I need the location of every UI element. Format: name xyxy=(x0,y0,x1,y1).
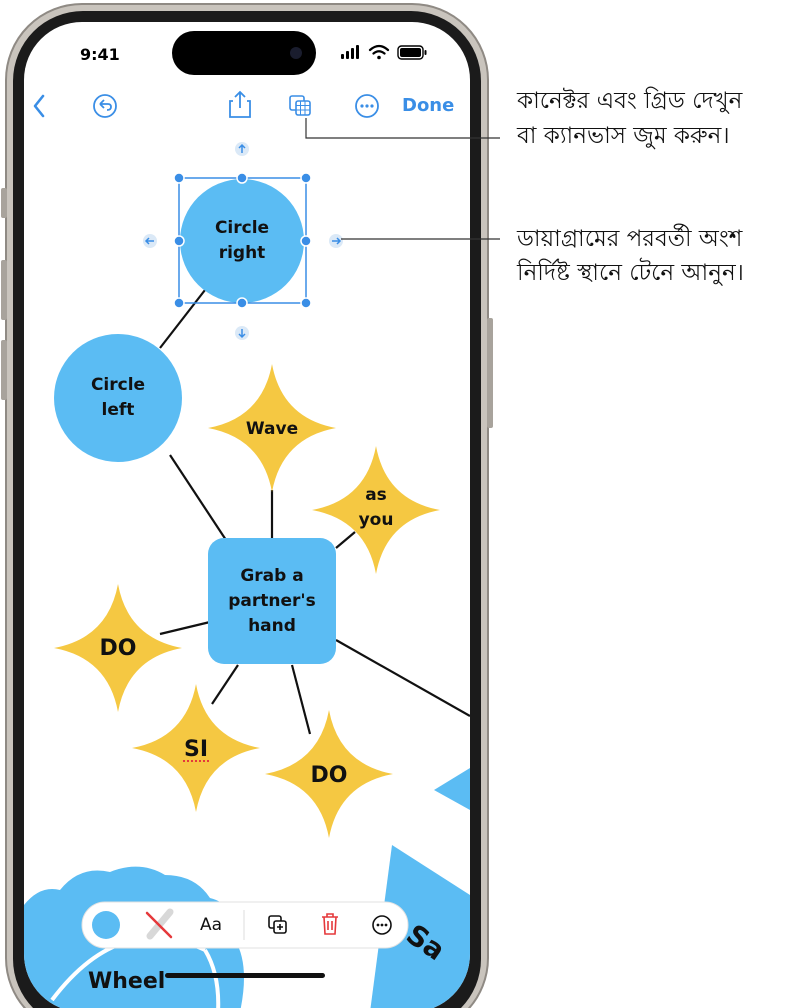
bottom-more-button[interactable] xyxy=(368,911,396,939)
battery-icon xyxy=(397,45,427,60)
circle-left-shape xyxy=(54,334,182,462)
grid-view-button[interactable] xyxy=(287,93,313,119)
undo-svg xyxy=(93,94,117,118)
home-indicator xyxy=(165,973,325,978)
more-button[interactable] xyxy=(354,93,380,119)
center-square-shape xyxy=(208,538,336,664)
grid-callout-line2: বা ক্যানভাস জুম করুন। xyxy=(517,123,730,149)
do-bottom-label[interactable]: DO xyxy=(310,762,348,788)
drag-callout-line2: নির্দিষ্ট স্থানে টেনে আনুন। xyxy=(517,260,744,286)
phone-screen xyxy=(1,3,500,1008)
drag-callout-line1: ডায়াগ্রামের পরবর্তী অংশ xyxy=(517,226,743,252)
dynamic-island xyxy=(172,31,316,75)
status-time: 9:41 xyxy=(80,45,120,64)
text-format-button[interactable]: Aa xyxy=(199,914,223,935)
done-button[interactable]: Done xyxy=(402,95,455,116)
fill-color-svg xyxy=(92,911,120,939)
circle-right-shape xyxy=(180,179,304,303)
duplicate-button[interactable] xyxy=(264,911,292,939)
share-button[interactable] xyxy=(227,90,253,120)
star-shapes xyxy=(54,364,440,838)
as-you-label[interactable]: as you xyxy=(358,485,394,530)
back-chevron-svg xyxy=(33,94,45,118)
selection-handles xyxy=(173,172,312,309)
spellcheck-underline xyxy=(183,760,209,762)
no-stroke-svg xyxy=(145,908,174,940)
more-svg xyxy=(355,94,379,118)
partial-square-shape xyxy=(370,845,470,1008)
circle-left-label[interactable]: Circle left xyxy=(90,375,146,420)
stroke-button[interactable] xyxy=(145,910,175,940)
center-node-label[interactable]: Grab a partner's hand xyxy=(228,565,316,636)
do-left-label[interactable]: DO xyxy=(99,635,137,661)
bottom-toolbar-bg xyxy=(81,901,409,949)
back-button[interactable] xyxy=(28,92,52,120)
grid-callout-line1: কানেক্টর এবং গ্রিড দেখুন xyxy=(517,88,743,114)
fill-color-button[interactable] xyxy=(92,911,120,939)
wifi-icon xyxy=(368,44,390,55)
delete-button[interactable] xyxy=(316,909,344,939)
share-svg xyxy=(229,90,251,118)
signal-icon xyxy=(341,45,359,59)
undo-button[interactable] xyxy=(92,93,118,119)
bottom-more-svg xyxy=(372,915,392,935)
phone-frame: 9:41 Done Circle right Circle left Wave … xyxy=(1,3,500,1008)
si-label[interactable]: SI xyxy=(183,736,209,762)
grid-callout-line xyxy=(305,118,500,139)
duplicate-svg xyxy=(268,915,287,934)
partial-triangle-shape xyxy=(434,768,470,810)
grid-view-svg xyxy=(289,95,311,116)
connector-lines xyxy=(159,289,470,735)
wave-label[interactable]: Wave xyxy=(245,418,299,439)
wheel-partial-label[interactable]: Wheel xyxy=(88,968,166,994)
trash-svg xyxy=(322,913,338,935)
circle-right-label[interactable]: Circle right xyxy=(214,218,270,263)
drag-arrow-handles xyxy=(143,142,343,340)
